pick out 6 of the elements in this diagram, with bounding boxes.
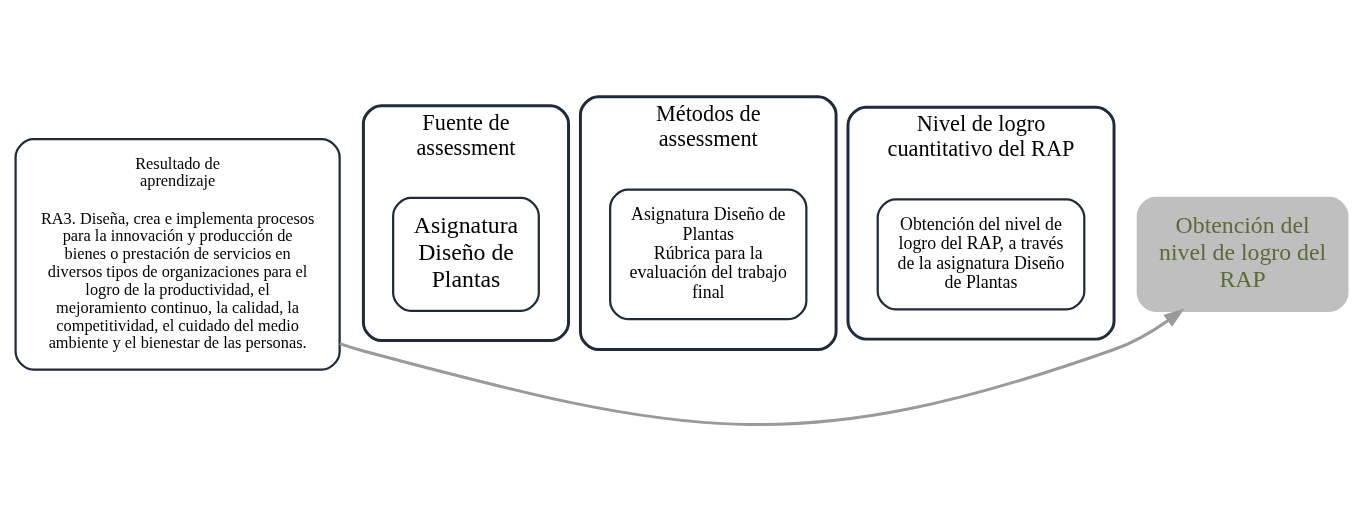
- node-box: Asignatura Diseño de Plantas Rúbrica para la evaluación del trabajo final: [609, 188, 808, 321]
- node-box: Obtención del nivel de logro del RAP, a través de la asignatura Diseño de Plantas: [876, 198, 1086, 311]
- arrow: [339, 308, 1185, 426]
- node-box: Asignatura Diseño de Plantas: [392, 196, 540, 312]
- node-box: Resultado de aprendizaje RA3. Diseña, crea e implementa procesos para la innovación y producción de bienes o prestación de servicios en diversos tipos de organizaciones para el logro de la productividad, el mejoramiento continuo, la calidad, la competitividad, el cuidado del medio ambiente y el bienestar de las personas.: [14, 138, 341, 371]
- node-box: Obtención del nivel de logro del RAP: [1136, 196, 1349, 312]
